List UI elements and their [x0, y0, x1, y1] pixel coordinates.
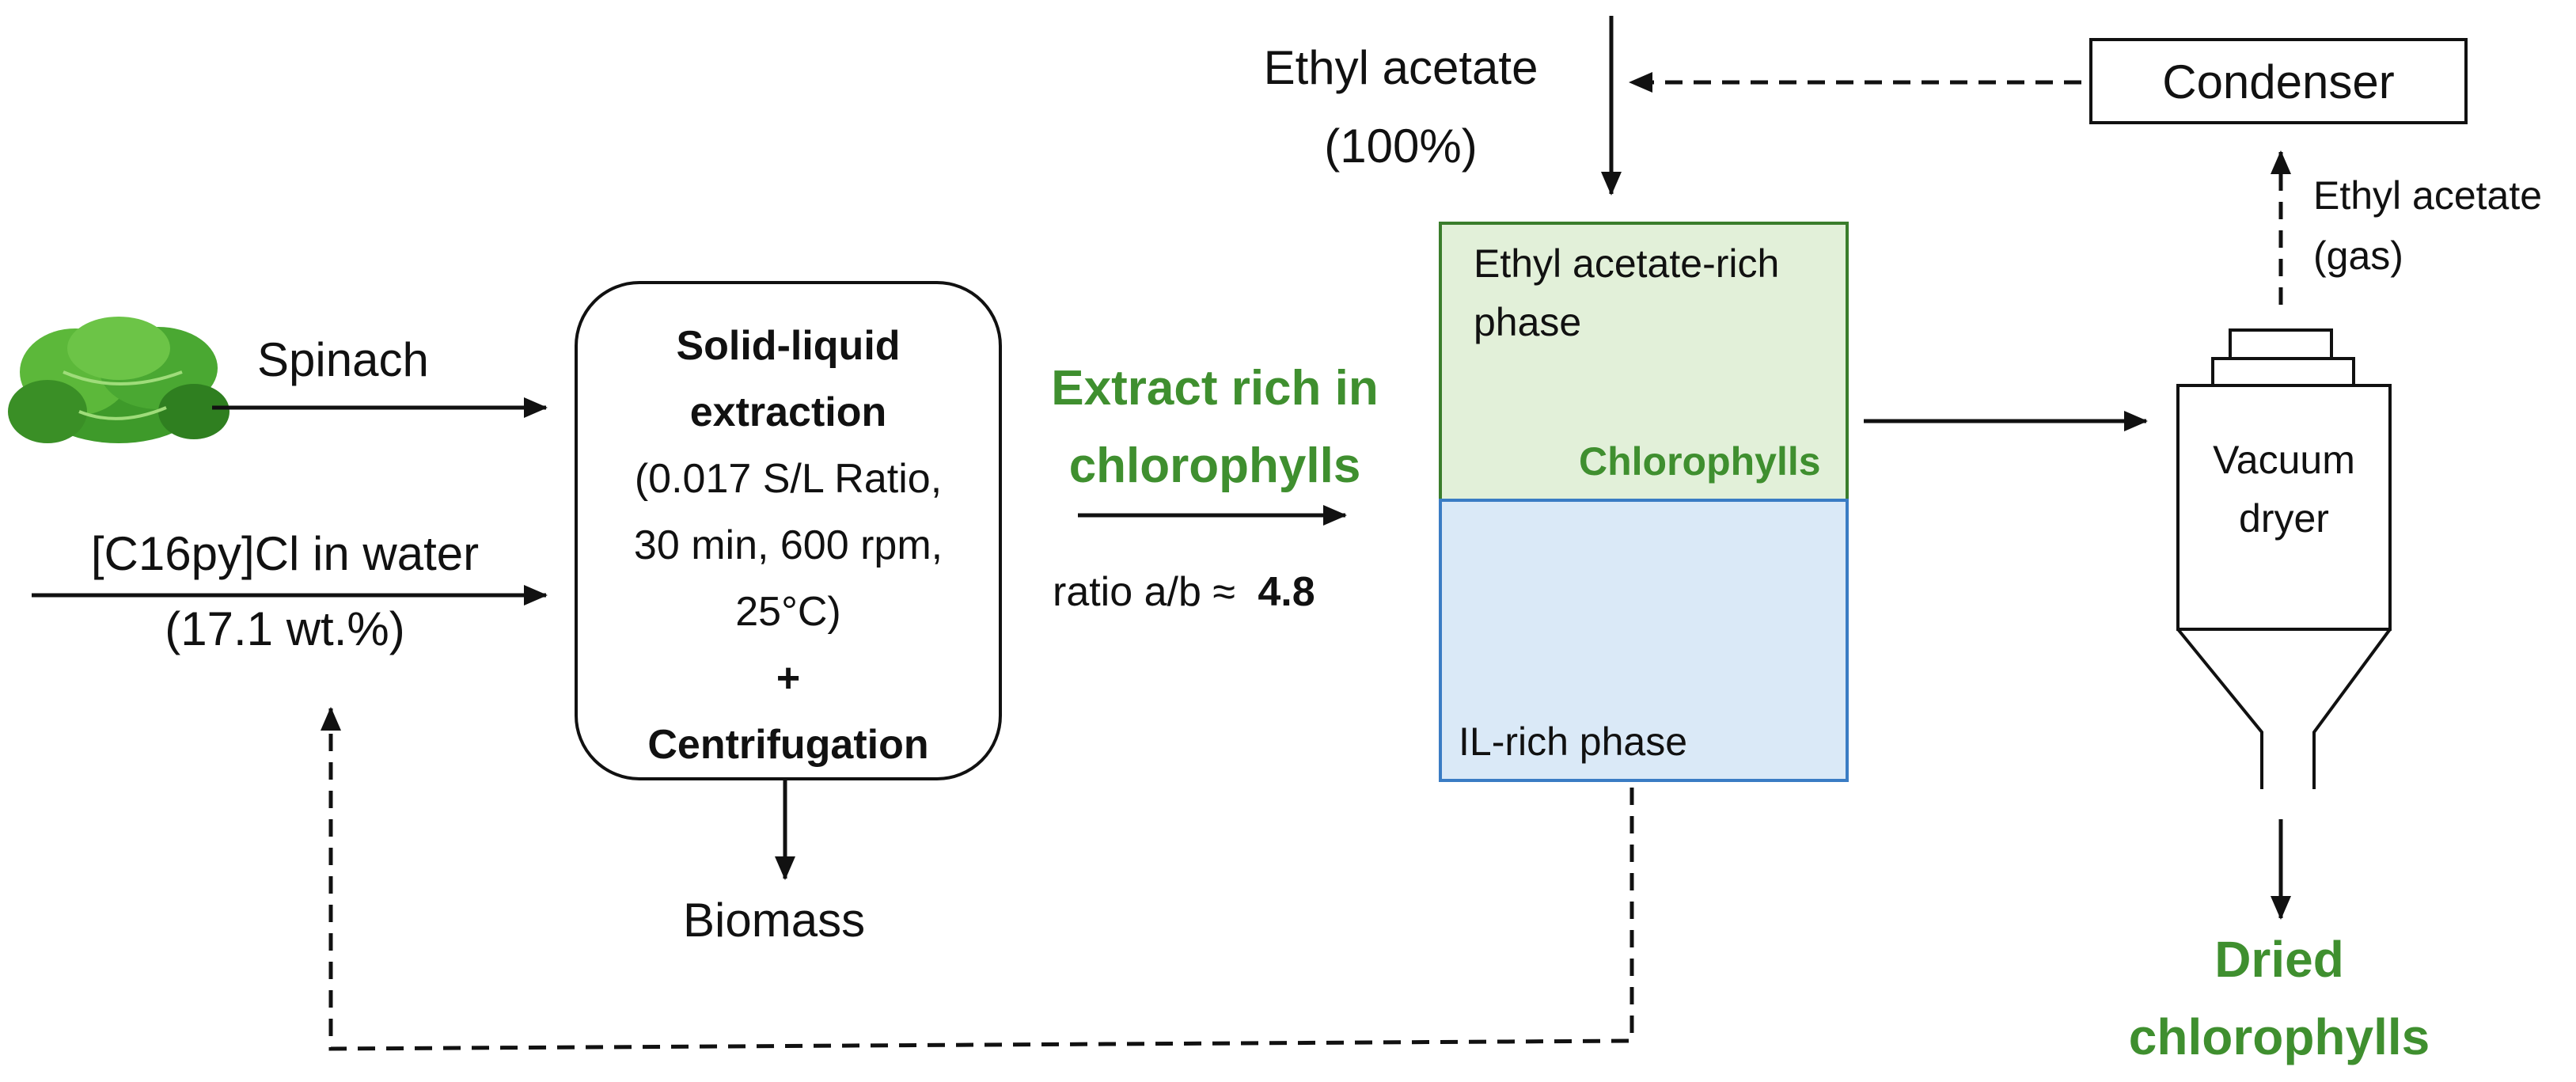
extraction-box-text: Solid-liquid extraction (0.017 S/L Ratio… [576, 313, 1000, 778]
extract-label-line2: chlorophylls [1068, 438, 1361, 493]
ratio-label: ratio a/b ≈ 4.8 [1053, 571, 1315, 613]
extraction-conditions-line3: 25°C) [735, 589, 841, 635]
extraction-box [575, 281, 1002, 780]
solvent-label-line1: [C16py]Cl in water [90, 527, 480, 580]
ethyl-acetate-gas-line2: (gas) [2313, 233, 2403, 278]
ethyl-acetate-rich-phase [1439, 222, 1849, 502]
vacuum-dryer [2176, 328, 2392, 789]
product-label-line1: Dried [2214, 931, 2344, 988]
extraction-title-line1: Solid-liquid [676, 323, 901, 369]
ratio-text: ratio a/b ≈ [1053, 569, 1235, 615]
extraction-conditions-line1: (0.017 S/L Ratio, [634, 456, 943, 502]
extraction-title-line2: extraction [689, 389, 887, 435]
ratio-value: 4.8 [1258, 569, 1315, 615]
top-phase-label-line1: Ethyl acetate-rich [1474, 241, 1780, 286]
il-rich-phase [1439, 499, 1849, 782]
solvent-label-line2: (17.1 wt.%) [165, 602, 405, 655]
extraction-conditions-line2: 30 min, 600 rpm, [633, 522, 943, 568]
ethyl-acetate-feed-line2: (100%) [1324, 120, 1478, 173]
product-label-line2: chlorophylls [2128, 1008, 2430, 1065]
extraction-plus: + [776, 655, 801, 701]
biomass-label: Biomass [683, 894, 866, 947]
il-recycle-path [321, 707, 1634, 1051]
condenser-box [2089, 38, 2468, 124]
condenser-label: Condenser [2162, 55, 2395, 108]
extract-label-line1: Extract rich in [1051, 361, 1379, 416]
chlorophylls-phase-label: Chlorophylls [1579, 439, 1821, 484]
ethyl-acetate-gas-line1: Ethyl acetate [2313, 173, 2543, 218]
centrifugation-label: Centrifugation [647, 722, 929, 768]
spinach-label: Spinach [257, 333, 429, 386]
il-rich-phase-label: IL-rich phase [1459, 719, 1688, 764]
ethyl-acetate-feed-line1: Ethyl acetate [1263, 41, 1538, 94]
dryer-label-line2: dryer [2239, 496, 2329, 541]
top-phase-label-line2: phase [1474, 300, 1582, 344]
spinach-leaves-icon [8, 317, 230, 443]
dryer-label-line1: Vacuum [2213, 438, 2355, 482]
